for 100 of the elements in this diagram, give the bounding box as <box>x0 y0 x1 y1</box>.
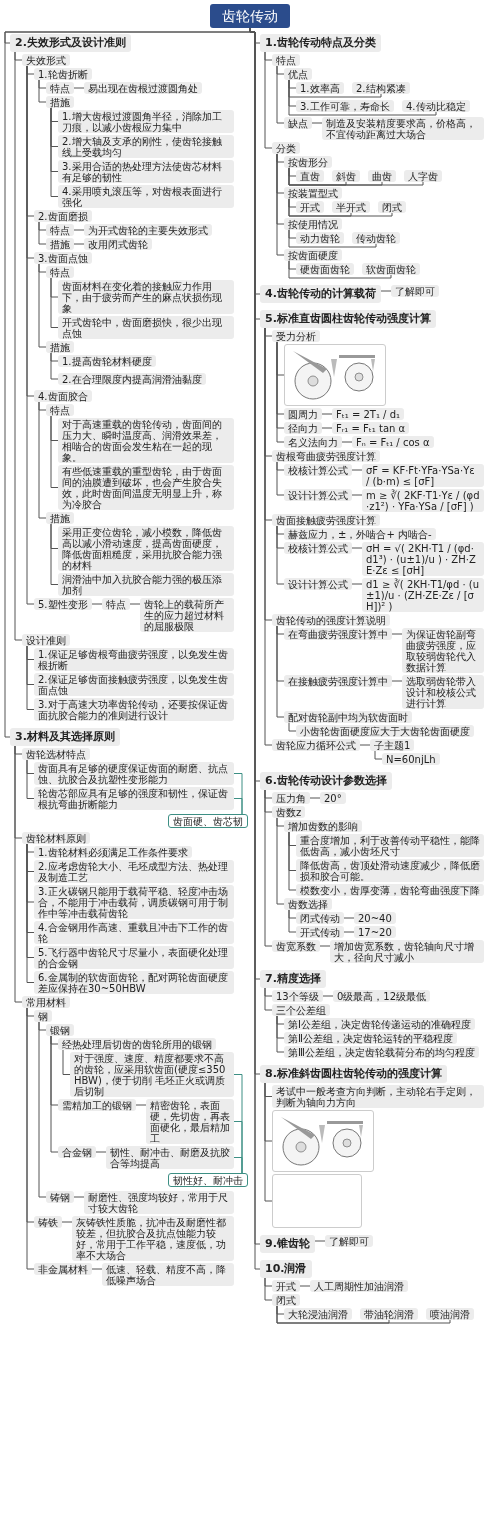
connector-line <box>351 583 363 585</box>
connector-line <box>288 79 437 116</box>
branch-box: 闭式 <box>378 201 406 213</box>
branch-box: 改用闭式齿轮 <box>84 238 152 250</box>
connector-line <box>38 263 47 348</box>
branch-box: 铸钢 <box>46 1191 74 1203</box>
branch-box: 特点 <box>46 224 74 236</box>
branch-box: 了解即可 <box>391 285 439 297</box>
branch-box: 开式 <box>296 201 324 213</box>
topic-box: 5.标准直齿圆柱齿轮传动强度计算 <box>260 310 436 328</box>
connector-line <box>288 198 393 217</box>
connector-line <box>50 415 59 488</box>
connector-line <box>14 51 23 641</box>
topic-box: 1.齿轮传动特点及分类 <box>260 34 381 52</box>
branch-box: 4.采用喷丸滚压等，对齿根表面进行强化 <box>58 185 234 208</box>
connector-line <box>50 1035 59 1153</box>
branch-box: 经热处理后切齿的齿轮所用的锻钢 <box>58 1038 216 1050</box>
branch-box: 失效形式 <box>22 54 70 66</box>
connector-line <box>299 1285 311 1287</box>
topic-box: 4.齿轮传动的计算载荷 <box>260 285 381 303</box>
connector-line <box>276 817 285 905</box>
branch-box: 制造及安装精度要求高，价格高，不宜传动距离过大场合 <box>322 117 484 140</box>
branch-box: 重合度增加，利于改善传动平稳性，能降低齿高，减小齿坯尺寸 <box>296 834 484 857</box>
branch-box: 齿轮上的载荷所产生的应力超过材料的屈服极限 <box>140 598 234 632</box>
topic-box: 10.润滑 <box>260 1260 312 1278</box>
branch-box: 闭式传动 <box>296 912 344 924</box>
connector-line <box>38 221 47 245</box>
branch-box: 3.正火碳钢只能用于载荷平稳、轻度冲击场合，不能用于冲击载荷，调质碳钢可用于制作中等冲击载荷齿轮 <box>34 885 234 919</box>
branch-box: Fᵣ₁ = Fₜ₁ tan α <box>332 422 410 434</box>
connector-line <box>276 153 285 256</box>
branch-box: 5.塑性变形 <box>34 598 92 610</box>
root-topic-box: 齿轮传动 <box>210 4 290 28</box>
connector-line <box>50 107 59 197</box>
connector-line <box>264 51 273 149</box>
connector-line <box>391 633 403 635</box>
branch-box: 齿根弯曲疲劳强度计算 <box>272 450 380 462</box>
branch-box: σH = √( 2KH·T1 / (φd·d1³) · (u±1)/u ) · ZH·ZE·Zε ≤ [σH] <box>362 542 484 576</box>
branch-box: 分类 <box>272 142 300 154</box>
branch-box: Fₜ₁ = 2T₁ / d₁ <box>332 408 404 420</box>
connector-line <box>26 1007 35 1270</box>
connector-line <box>276 1015 285 1053</box>
branch-box: 三个公差组 <box>272 1004 330 1016</box>
branch-box: 5.飞行器中齿轮尺寸尽量小，表面硬化处理的合金钢 <box>34 946 234 969</box>
branch-box: 润滑油中加入抗胶合能力强的极压添加剂 <box>58 573 234 596</box>
branch-box: 子主题1 <box>370 739 415 751</box>
connector-line <box>309 797 321 799</box>
branch-box: 措施 <box>46 512 74 524</box>
branch-box: 铸铁 <box>34 1216 62 1228</box>
branch-box: 齿面接触疲劳强度计算 <box>272 514 380 526</box>
gear-force-drawing <box>284 344 386 406</box>
branch-box: 为开式齿轮的主要失效形式 <box>84 224 212 236</box>
branch-box: 2.应考虑齿轮大小、毛坯成型方法、热处理及制造工艺 <box>34 860 234 883</box>
connector-line <box>276 65 285 124</box>
branch-box: 缺点 <box>284 117 312 129</box>
branch-box: 1.增大齿根过渡圆角半径，消除加工刀痕，以减小齿根应力集中 <box>58 110 234 133</box>
connector-line <box>95 1151 107 1153</box>
branch-box: m ≥ ∛( 2KF·T1·Yε / (φd·z1²) · YFa·YSa / [σF] ) <box>362 489 484 512</box>
branch-box: 1.保证足够齿根弯曲疲劳强度，以免发生齿根折断 <box>34 648 234 671</box>
topic-box: 6.齿轮传动设计参数选择 <box>260 772 392 790</box>
connector-line <box>233 1157 243 1174</box>
branch-box: 13个等级 <box>272 990 323 1002</box>
branch-box: 受力分析 <box>272 330 320 342</box>
branch-box: 20° <box>320 792 346 804</box>
connector-line <box>50 277 59 328</box>
branch-box: 1.齿轮材料必须满足工作条件要求 <box>34 846 192 858</box>
branch-box: 措施 <box>46 238 74 250</box>
connector-line <box>351 547 363 549</box>
gear-force-drawing <box>272 1110 374 1172</box>
branch-box: 轮齿芯部应具有足够的强度和韧性，保证齿根抗弯曲折断能力 <box>34 787 234 810</box>
branch-box: 名义法向力 <box>284 436 342 448</box>
branch-box: 3.采用合适的热处理方法使齿芯材料有足够的韧性 <box>58 160 234 183</box>
branch-box: 选取弱齿轮带入设计和校核公式进行计算 <box>402 675 484 709</box>
connector-line <box>264 1082 273 1202</box>
branch-box: 齿宽系数 <box>272 940 320 952</box>
connector-line <box>129 603 141 605</box>
branch-box: 考试中一般考查方向判断，主动轮右手定则，判断为轴向力方向 <box>272 1085 484 1108</box>
connector-line <box>38 79 47 103</box>
connector-line <box>374 750 383 760</box>
branch-box: 小齿轮齿面硬度应大于大齿轮齿面硬度 <box>296 725 474 737</box>
branch-box: 软齿面齿轮 <box>362 263 420 275</box>
branch-box: 2.结构紧凑 <box>352 82 410 94</box>
branch-box: 2.增大轴及支承的刚性，使齿轮接触线上受载均匀 <box>58 135 234 158</box>
branch-box: 2.在合理限度内提高润滑油黏度 <box>58 373 206 385</box>
branch-box: 对于强度、速度、精度都要求不高的齿轮，应采用软齿面(硬度≤350HBW)，便于切削 毛坯正火或调质后切制 <box>70 1052 234 1097</box>
connector-line <box>264 1277 273 1301</box>
connector-line <box>276 1305 451 1324</box>
connector-line <box>311 122 323 124</box>
branch-box: 设计准则 <box>22 634 70 646</box>
connector-line <box>26 843 35 983</box>
topic-box: 7.精度选择 <box>260 970 326 988</box>
connector-line <box>50 352 59 380</box>
branch-box: 易出现在齿根过渡圆角处 <box>84 82 202 94</box>
connector-line <box>276 625 285 718</box>
connector-line <box>288 909 297 933</box>
branch-box: 模数变小，齿厚变薄，齿轮弯曲强度下降 <box>296 884 484 896</box>
branch-box: 动力齿轮 <box>296 232 344 244</box>
connector-line <box>233 798 243 815</box>
connector-line <box>50 523 59 585</box>
branch-box: 人工周期性加油润滑 <box>310 1280 408 1292</box>
connector-line <box>62 1049 71 1075</box>
